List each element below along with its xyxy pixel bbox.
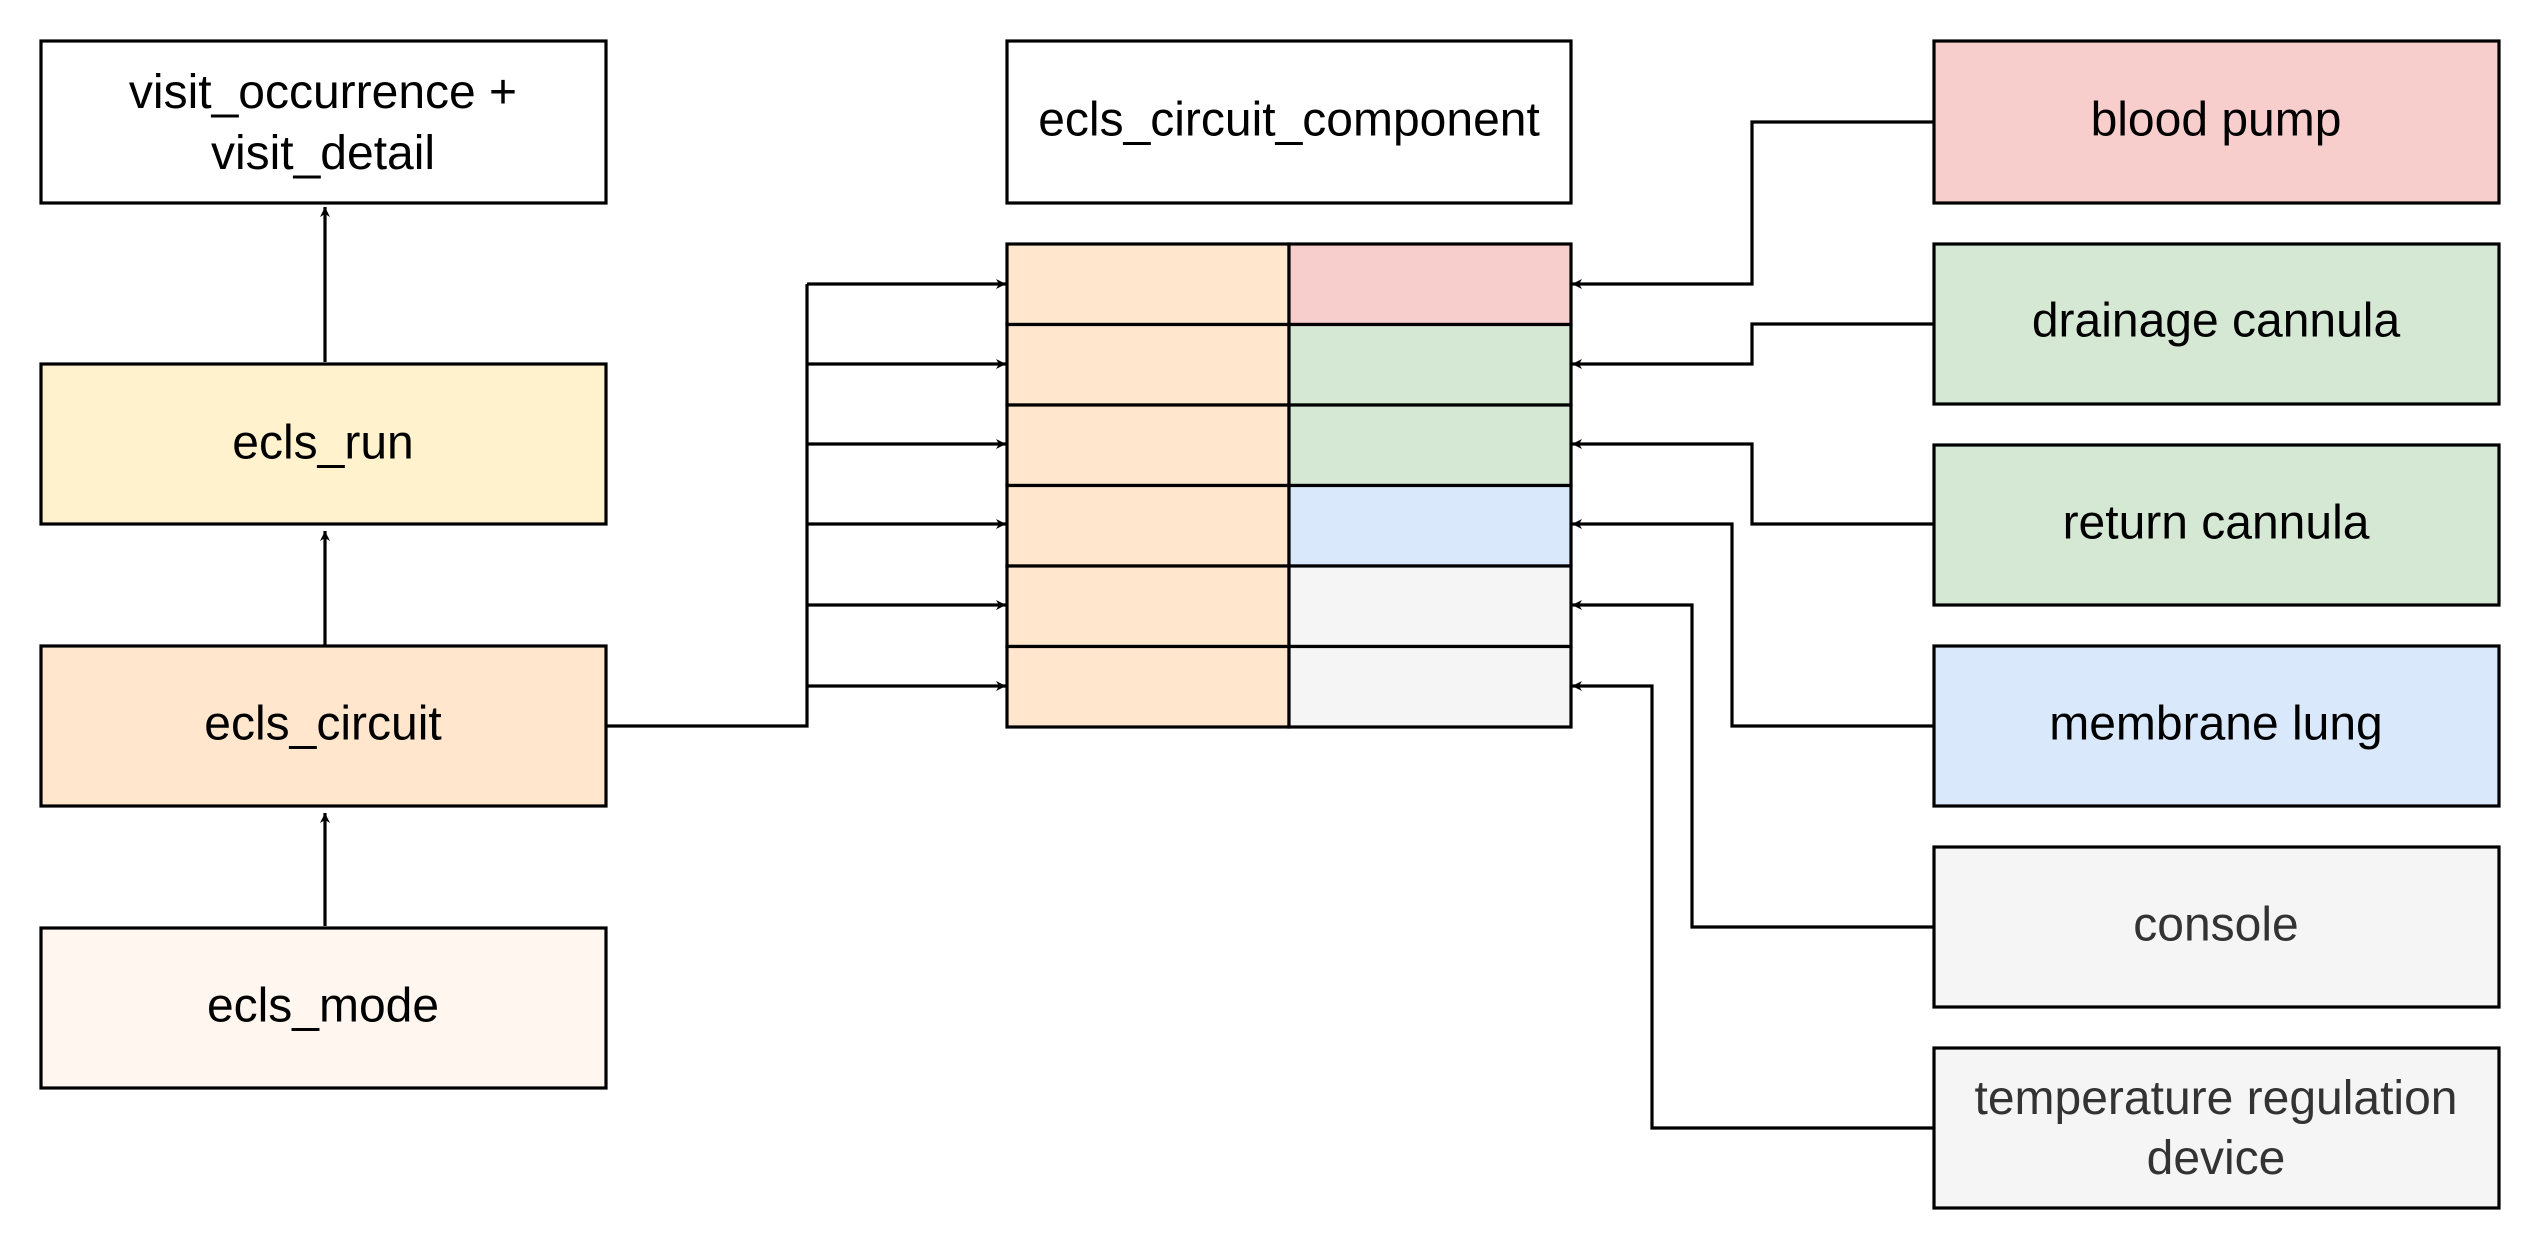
table-row-3-key-cell xyxy=(1005,403,1291,488)
table-row-2-component-cell xyxy=(1287,322,1573,407)
visit-label-line-1: visit_occurrence + xyxy=(129,66,517,119)
box-console: console xyxy=(1932,845,2501,1009)
box-drainage-cannula: drainage cannula xyxy=(1932,242,2501,406)
edge-membrane-lung-to-row xyxy=(1572,519,1933,728)
table-row-5-key-cell xyxy=(1005,564,1291,649)
box-temperature-regulation-device: temperature regulation device xyxy=(1932,1046,2501,1210)
console-label: console xyxy=(2133,899,2298,952)
box-ecls-circuit-component-title: ecls_circuit_component xyxy=(1005,39,1573,205)
box-blood-pump: blood pump xyxy=(1932,39,2501,205)
ecls-circuit-component-title: ecls_circuit_component xyxy=(1038,94,1540,147)
table-row-4-component-cell xyxy=(1287,483,1573,568)
edge-blood-pump-to-row xyxy=(1572,120,1933,289)
table-row-6-component-cell xyxy=(1287,644,1573,729)
temperature-regulation-label-line-1: temperature regulation xyxy=(1975,1072,2458,1125)
table-row-2-key-cell xyxy=(1005,322,1291,407)
drainage-cannula-label: drainage cannula xyxy=(2032,295,2401,348)
box-membrane-lung: membrane lung xyxy=(1932,644,2501,808)
table-row-4-key-cell xyxy=(1005,483,1291,568)
table-row-5-component-cell xyxy=(1287,564,1573,649)
ecls-mode-label: ecls_mode xyxy=(207,980,439,1033)
box-ecls-circuit: ecls_circuit xyxy=(39,644,608,808)
edge-return-cannula-to-row xyxy=(1572,439,1933,526)
edge-console-to-row xyxy=(1572,600,1933,929)
box-ecls-run: ecls_run xyxy=(39,362,608,526)
connectors xyxy=(320,120,1933,1130)
membrane-lung-label: membrane lung xyxy=(2049,698,2383,751)
blood-pump-label: blood pump xyxy=(2091,94,2342,147)
box-ecls-mode: ecls_mode xyxy=(39,926,608,1090)
box-return-cannula: return cannula xyxy=(1932,443,2501,607)
ecls-circuit-component-table xyxy=(1005,242,1573,729)
table-row-1-key-cell xyxy=(1005,242,1291,327)
table-row-3-component-cell xyxy=(1287,403,1573,488)
visit-label-line-2: visit_detail xyxy=(211,127,435,180)
temperature-regulation-label-line-2: device xyxy=(2147,1132,2286,1185)
return-cannula-label: return cannula xyxy=(2063,497,2370,550)
edge-drainage-cannula-to-row xyxy=(1572,322,1933,369)
ecls-run-label: ecls_run xyxy=(232,417,413,470)
box-visit-occurrence: visit_occurrence + visit_detail xyxy=(39,39,608,205)
table-row-6-key-cell xyxy=(1005,644,1291,729)
edge-temperature-device-to-row xyxy=(1572,681,1933,1130)
edge-circuit-trunk xyxy=(607,284,809,728)
table-row-1-component-cell xyxy=(1287,242,1573,327)
ecls-circuit-label: ecls_circuit xyxy=(204,698,441,751)
